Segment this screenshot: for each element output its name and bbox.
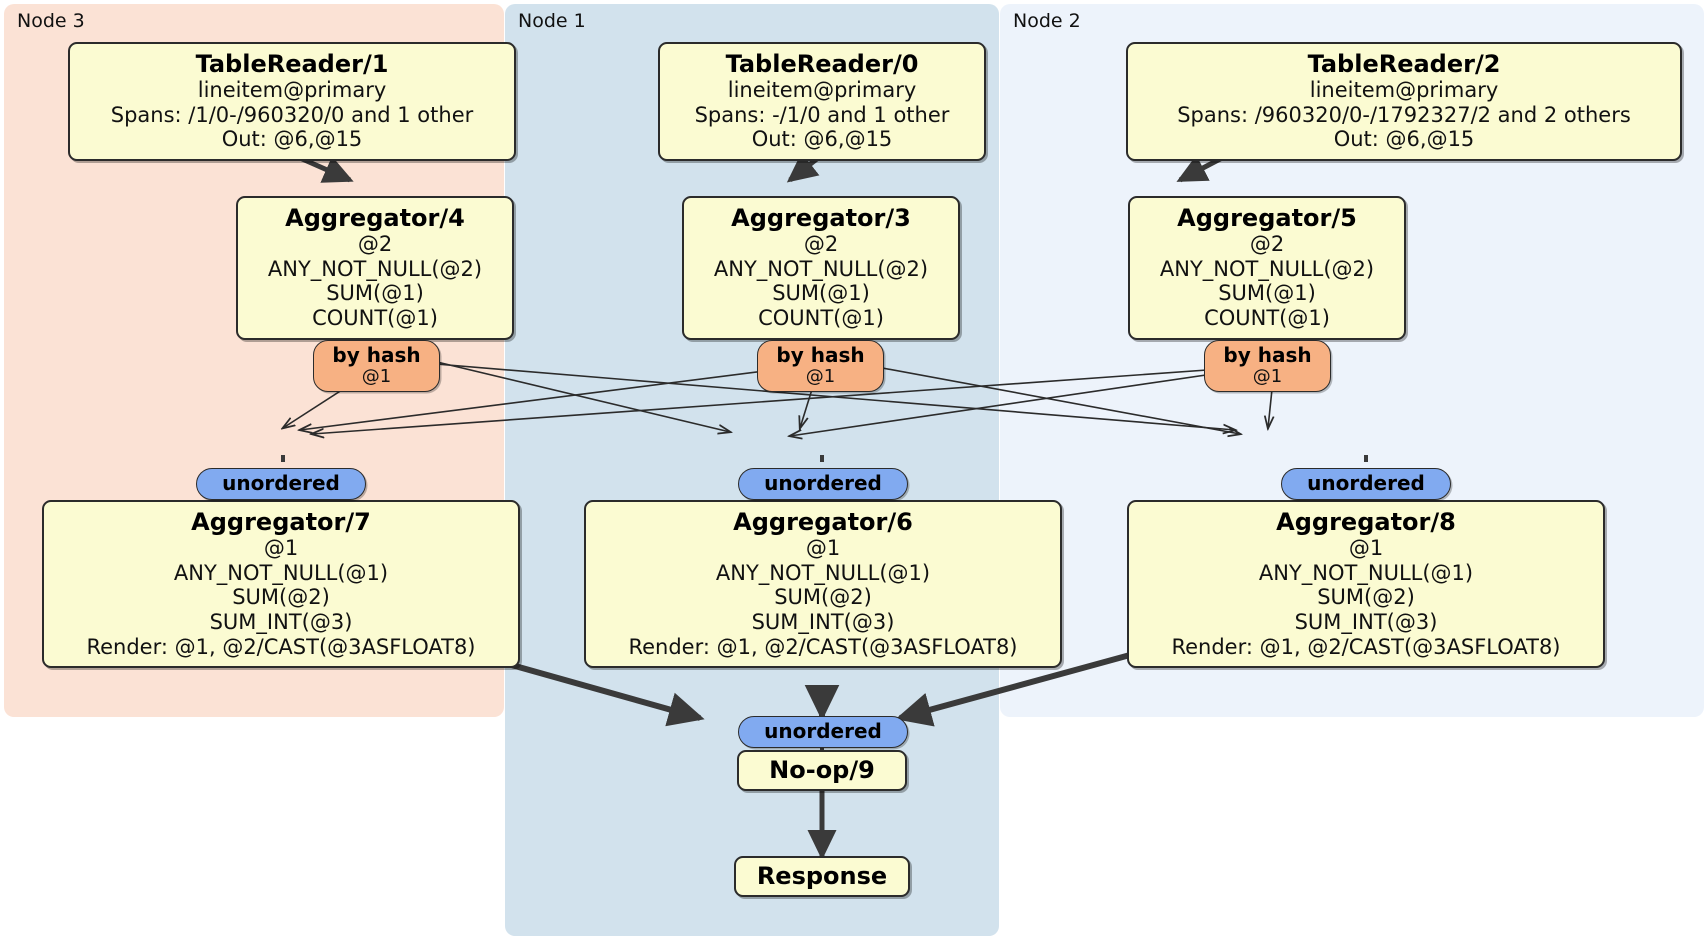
processor-response[interactable]: Response — [734, 856, 910, 898]
processor-title: No-op/9 — [769, 756, 875, 784]
router-title: by hash — [776, 343, 865, 367]
processor-line: ANY_NOT_NULL(@1) — [715, 560, 931, 585]
synchronizer-unordered-center[interactable]: unordered — [738, 468, 908, 500]
router-column: @1 — [1252, 366, 1283, 387]
processor-line: @2 — [803, 232, 839, 257]
processor-line: Out: @6,@15 — [1333, 127, 1475, 152]
processor-line: @1 — [263, 536, 299, 561]
processor-line: COUNT(@1) — [1204, 306, 1330, 330]
processor-line: @1 — [1348, 536, 1384, 561]
processor-tablereader-0[interactable]: TableReader/0 lineitem@primary Spans: -/… — [658, 42, 986, 161]
processor-noop-9[interactable]: No-op/9 — [737, 750, 907, 792]
processor-line: ANY_NOT_NULL(@2) — [267, 256, 483, 281]
processor-line: Spans: /960320/0-/1792327/2 and 2 others — [1177, 102, 1631, 127]
processor-line: COUNT(@1) — [312, 306, 438, 330]
processor-line: SUM_INT(@3) — [1294, 610, 1438, 634]
node-label-node1: Node 1 — [518, 10, 586, 32]
processor-tablereader-2[interactable]: TableReader/2 lineitem@primary Spans: /9… — [1126, 42, 1682, 161]
processor-aggregator-7[interactable]: Aggregator/7 @1 ANY_NOT_NULL(@1) SUM(@2)… — [42, 500, 520, 669]
synchronizer-unordered-right[interactable]: unordered — [1281, 468, 1451, 500]
processor-title: Response — [756, 862, 888, 890]
processor-line: Spans: -/1/0 and 1 other — [694, 102, 950, 127]
processor-line: ANY_NOT_NULL(@2) — [1159, 256, 1375, 281]
processor-line: @2 — [357, 232, 393, 257]
processor-line: Out: @6,@15 — [221, 127, 363, 152]
processor-line: ANY_NOT_NULL(@1) — [1258, 560, 1474, 585]
processor-title: TableReader/1 — [195, 50, 389, 78]
processor-line: COUNT(@1) — [758, 306, 884, 330]
synchronizer-title: unordered — [222, 471, 340, 495]
processor-line: Render: @1, @2/CAST(@3ASFLOAT8) — [628, 634, 1018, 659]
processor-line: ANY_NOT_NULL(@1) — [173, 560, 389, 585]
processor-title: TableReader/2 — [1307, 50, 1501, 78]
processor-line: SUM(@1) — [1218, 281, 1316, 306]
processor-line: SUM(@2) — [1317, 585, 1415, 610]
processor-line: lineitem@primary — [1309, 78, 1499, 103]
processor-line: @2 — [1249, 232, 1285, 257]
processor-line: lineitem@primary — [197, 78, 387, 103]
processor-line: SUM(@2) — [232, 585, 330, 610]
synchronizer-title: unordered — [764, 471, 882, 495]
router-by-hash-left[interactable]: by hash @1 — [313, 340, 440, 392]
processor-line: Render: @1, @2/CAST(@3ASFLOAT8) — [86, 634, 476, 659]
processor-line: SUM(@2) — [774, 585, 872, 610]
synchronizer-unordered-left[interactable]: unordered — [196, 468, 366, 500]
processor-line: SUM(@1) — [326, 281, 424, 306]
processor-aggregator-4[interactable]: Aggregator/4 @2 ANY_NOT_NULL(@2) SUM(@1)… — [236, 196, 514, 340]
processor-title: Aggregator/7 — [191, 508, 371, 536]
processor-line: SUM_INT(@3) — [209, 610, 353, 634]
processor-title: Aggregator/6 — [733, 508, 913, 536]
router-title: by hash — [1223, 343, 1312, 367]
router-column: @1 — [805, 366, 836, 387]
processor-title: Aggregator/5 — [1177, 204, 1357, 232]
processor-line: Spans: /1/0-/960320/0 and 1 other — [110, 102, 474, 127]
processor-aggregator-5[interactable]: Aggregator/5 @2 ANY_NOT_NULL(@2) SUM(@1)… — [1128, 196, 1406, 340]
processor-aggregator-8[interactable]: Aggregator/8 @1 ANY_NOT_NULL(@1) SUM(@2)… — [1127, 500, 1605, 669]
processor-title: TableReader/0 — [725, 50, 919, 78]
node-label-node3: Node 3 — [17, 10, 85, 32]
processor-line: Render: @1, @2/CAST(@3ASFLOAT8) — [1171, 634, 1561, 659]
synchronizer-title: unordered — [764, 719, 882, 743]
processor-line: SUM_INT(@3) — [751, 610, 895, 634]
processor-line: lineitem@primary — [727, 78, 917, 103]
processor-aggregator-3[interactable]: Aggregator/3 @2 ANY_NOT_NULL(@2) SUM(@1)… — [682, 196, 960, 340]
router-by-hash-right[interactable]: by hash @1 — [1204, 340, 1331, 392]
router-column: @1 — [361, 366, 392, 387]
router-title: by hash — [332, 343, 421, 367]
processor-line: Out: @6,@15 — [751, 127, 893, 152]
synchronizer-title: unordered — [1307, 471, 1425, 495]
processor-title: Aggregator/3 — [731, 204, 911, 232]
synchronizer-unordered-final[interactable]: unordered — [738, 716, 908, 748]
router-by-hash-center[interactable]: by hash @1 — [757, 340, 884, 392]
processor-tablereader-1[interactable]: TableReader/1 lineitem@primary Spans: /1… — [68, 42, 516, 161]
processor-title: Aggregator/8 — [1276, 508, 1456, 536]
node-label-node2: Node 2 — [1013, 10, 1081, 32]
processor-aggregator-6[interactable]: Aggregator/6 @1 ANY_NOT_NULL(@1) SUM(@2)… — [584, 500, 1062, 669]
processor-line: SUM(@1) — [772, 281, 870, 306]
processor-line: @1 — [805, 536, 841, 561]
processor-title: Aggregator/4 — [285, 204, 465, 232]
processor-line: ANY_NOT_NULL(@2) — [713, 256, 929, 281]
